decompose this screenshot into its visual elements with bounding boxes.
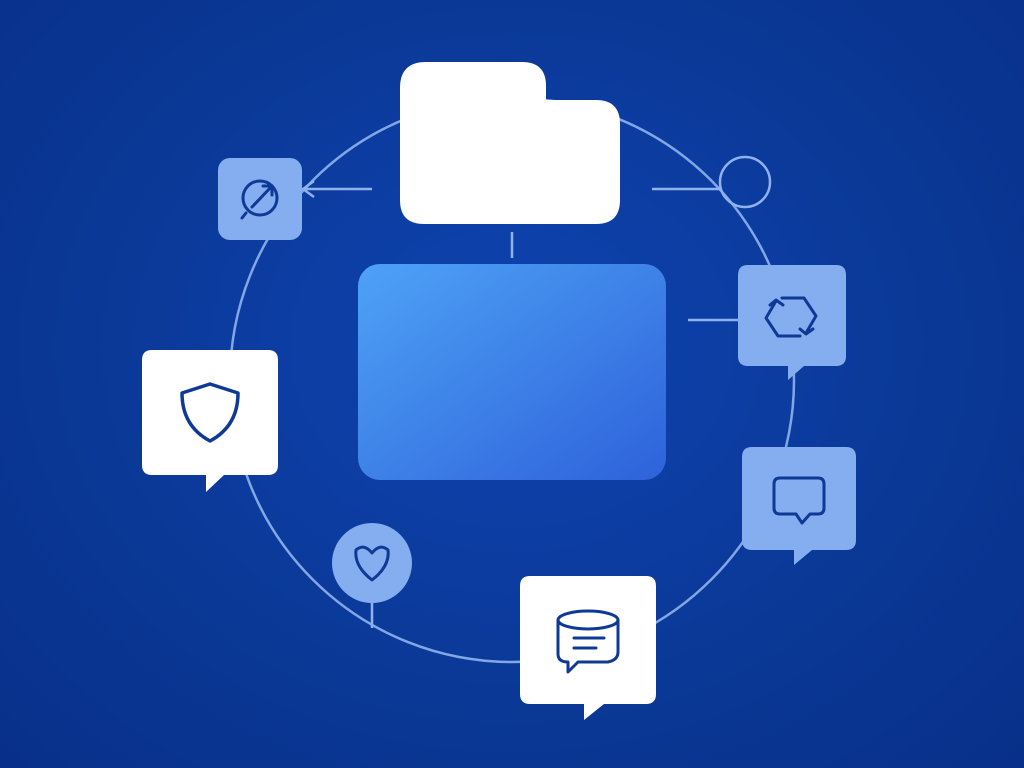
cloud-icon <box>400 62 620 224</box>
chat-tile <box>742 447 856 565</box>
heart-shield-node[interactable] <box>332 523 412 603</box>
connector-lines <box>300 179 740 628</box>
database-chat-icon <box>556 609 620 674</box>
shield-tile <box>142 350 278 492</box>
center-panel[interactable] <box>358 264 666 480</box>
heart-shield-icon <box>354 545 390 582</box>
sync-node[interactable] <box>738 265 846 380</box>
heart-shield-badge <box>332 523 412 603</box>
cloud-node[interactable] <box>400 62 620 224</box>
chat-node[interactable] <box>742 447 856 565</box>
shield-icon <box>180 382 240 443</box>
compass-arrowhead <box>300 179 315 199</box>
compass-icon <box>240 179 279 220</box>
sync-tile <box>738 265 846 380</box>
shield-node[interactable] <box>142 350 278 492</box>
circle-marker-icon <box>718 155 772 209</box>
database-chat-node[interactable] <box>520 576 656 720</box>
chat-bubble-icon <box>772 476 826 525</box>
sync-hexagon-icon <box>764 296 818 338</box>
compass-node[interactable] <box>218 158 302 240</box>
